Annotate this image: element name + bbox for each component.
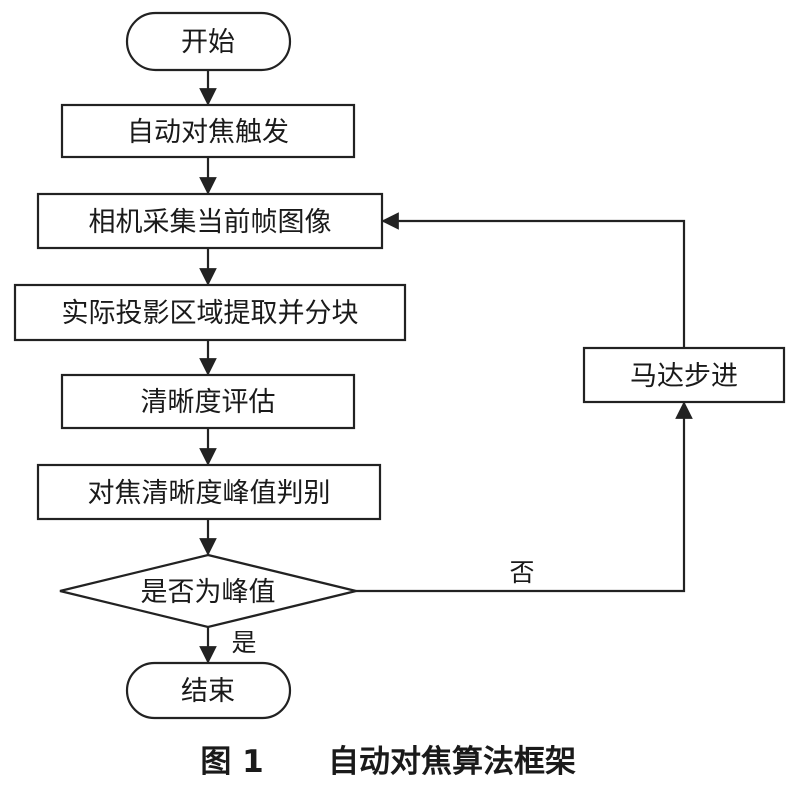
peak-judge-label: 对焦清晰度峰值判别	[88, 478, 331, 509]
edge-label-no: 否	[509, 558, 534, 587]
autofocus-trigger-label: 自动对焦触发	[127, 117, 289, 148]
motor-step-label: 马达步进	[630, 361, 738, 392]
arrow-motor-to-capture	[381, 212, 686, 348]
autofocus-trigger-node: 自动对焦触发	[60, 103, 356, 159]
start-label: 开始	[181, 27, 235, 58]
extract-region-label: 实际投影区域提取并分块	[62, 298, 359, 329]
figure-number: 图 1	[200, 744, 263, 780]
capture-frame-label: 相机采集当前帧图像	[89, 207, 332, 238]
is-peak-label: 是否为峰值	[141, 577, 276, 608]
end-node: 结束	[125, 661, 292, 720]
sharpness-eval-node: 清晰度评估	[60, 373, 356, 430]
is-peak-decision: 是否为峰值	[59, 553, 357, 629]
figure-title: 自动对焦算法框架	[328, 744, 576, 780]
capture-frame-node: 相机采集当前帧图像	[36, 192, 384, 250]
end-label: 结束	[181, 676, 235, 707]
peak-judge-node: 对焦清晰度峰值判别	[36, 463, 382, 521]
sharpness-eval-label: 清晰度评估	[141, 387, 276, 418]
arrow-decision-to-motor	[356, 401, 693, 593]
edge-label-yes: 是	[231, 628, 256, 657]
extract-region-node: 实际投影区域提取并分块	[13, 283, 407, 342]
motor-step-node: 马达步进	[582, 346, 786, 404]
start-node: 开始	[125, 11, 292, 72]
